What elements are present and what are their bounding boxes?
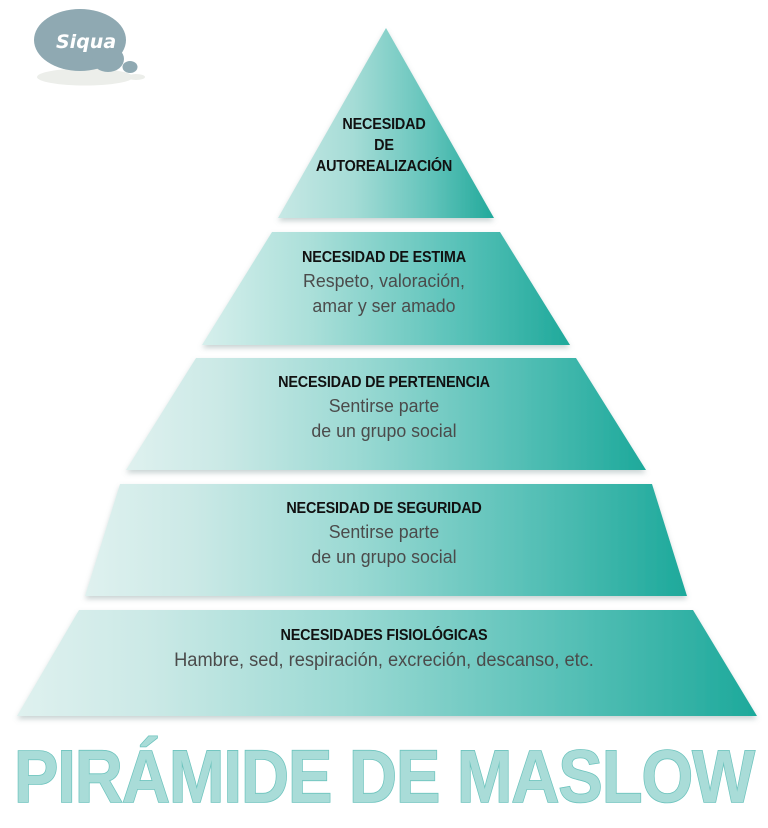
siqua-logo: Siqua	[18, 4, 158, 94]
logo-shadow-dot	[127, 74, 145, 80]
logo-shadow-ellipse	[37, 68, 133, 86]
pyramid-graphic	[17, 28, 757, 716]
pyramid-tier-pertenencia	[126, 358, 646, 470]
page-title: PIRÁMIDE DE MASLOW	[0, 730, 768, 828]
pyramid-tier-seguridad	[85, 484, 687, 596]
thought-bubble-icon	[34, 9, 138, 73]
logo-wordmark: Siqua	[56, 31, 116, 53]
pyramid-tier-autorealizacion	[278, 28, 494, 218]
pyramid-tier-estima	[202, 232, 570, 345]
page-title-text: PIRÁMIDE DE MASLOW	[14, 735, 755, 818]
pyramid-tier-fisiologicas	[17, 610, 757, 716]
